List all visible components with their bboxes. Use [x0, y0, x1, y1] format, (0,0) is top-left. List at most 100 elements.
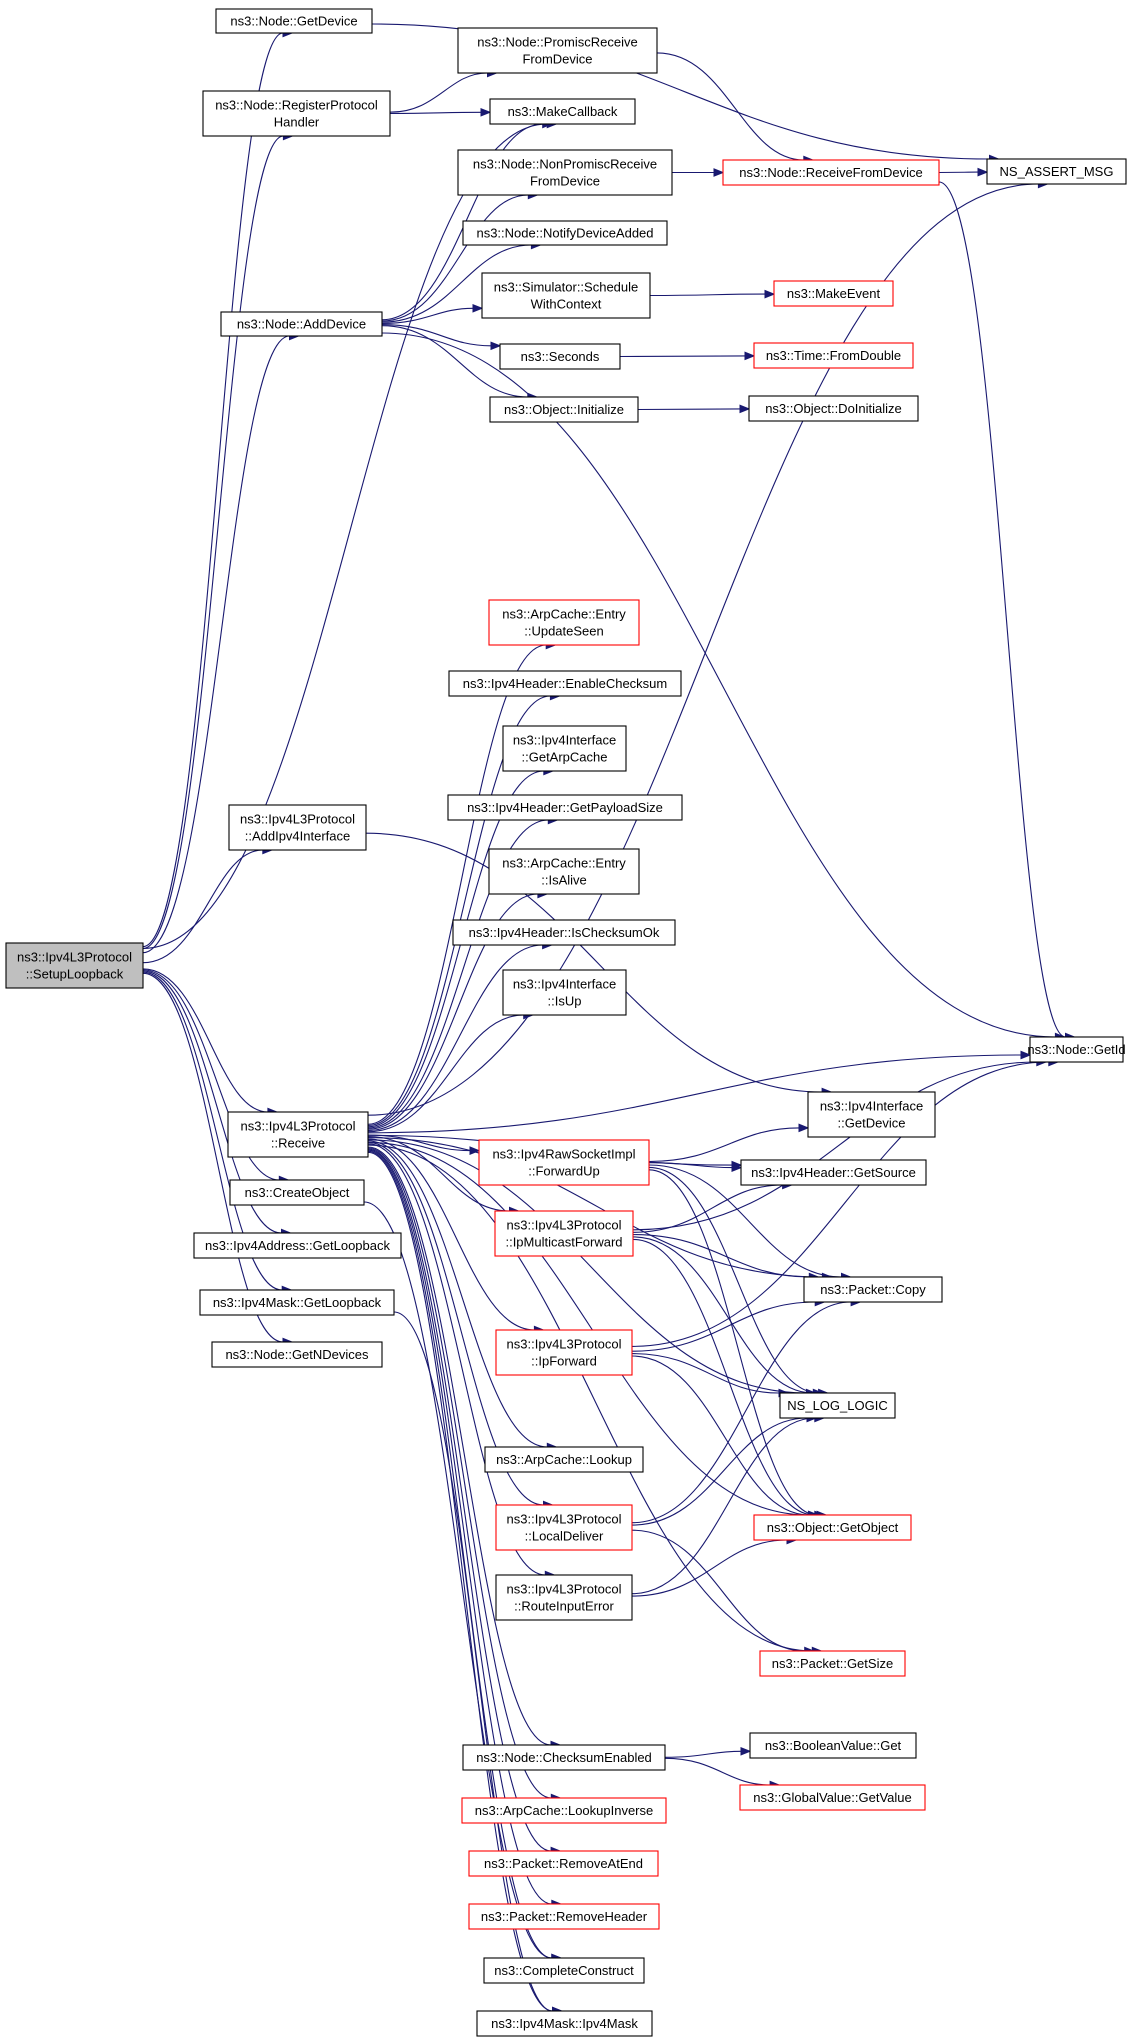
- node-completeconstruct[interactable]: ns3::CompleteConstruct: [483, 1957, 645, 1984]
- node-payloadsize[interactable]: ns3::Ipv4Header::GetPayloadSize: [447, 794, 683, 821]
- node-box: [202, 90, 391, 137]
- node-receive[interactable]: ns3::Ipv4L3Protocol::Receive: [227, 1111, 369, 1158]
- node-doinit[interactable]: ns3::Object::DoInitialize: [748, 395, 919, 422]
- node-label: ns3::CreateObject: [245, 1185, 350, 1200]
- node-pktcopy[interactable]: ns3::Packet::Copy: [803, 1276, 943, 1303]
- node-getsize[interactable]: ns3::Packet::GetSize: [759, 1650, 906, 1677]
- node-box: [488, 848, 640, 895]
- node-lookupinv[interactable]: ns3::ArpCache::LookupInverse: [461, 1797, 667, 1824]
- node-label: ::ForwardUp: [528, 1164, 600, 1179]
- node-box: [457, 149, 673, 196]
- node-recvfromdev[interactable]: ns3::Node::ReceiveFromDevice: [722, 159, 940, 186]
- node-box: [462, 1744, 666, 1771]
- node-ischkok[interactable]: ns3::Ipv4Header::IsChecksumOk: [452, 919, 676, 946]
- node-label: NS_LOG_LOGIC: [787, 1398, 887, 1413]
- node-box: [228, 804, 367, 851]
- node-getsource[interactable]: ns3::Ipv4Header::GetSource: [740, 1159, 927, 1186]
- node-box: [489, 396, 639, 423]
- node-adddevice[interactable]: ns3::Node::AddDevice: [220, 311, 383, 337]
- call-edge: [637, 404, 751, 414]
- node-routeerr[interactable]: ns3::Ipv4L3Protocol::RouteInputError: [495, 1574, 633, 1621]
- node-label: ns3::Simulator::Schedule: [494, 280, 639, 295]
- node-createobj[interactable]: ns3::CreateObject: [229, 1179, 365, 1206]
- edge-line: [367, 770, 544, 1128]
- node-box: [502, 725, 627, 772]
- node-label: ::AddIpv4Interface: [245, 829, 351, 844]
- node-label: ns3::Time::FromDouble: [766, 348, 901, 363]
- node-label: ns3::Node::NonPromiscReceive: [473, 157, 657, 172]
- edge-line: [632, 1236, 814, 1394]
- node-getid[interactable]: ns3::Node::GetId: [1027, 1036, 1126, 1063]
- node-label: ::SetupLoopback: [26, 967, 124, 982]
- node-arplookup[interactable]: ns3::ArpCache::Lookup: [484, 1446, 644, 1473]
- node-chkenabled[interactable]: ns3::Node::ChecksumEnabled: [462, 1744, 666, 1771]
- node-label: NS_ASSERT_MSG: [1000, 164, 1114, 179]
- node-box: [193, 1232, 402, 1259]
- edge-line: [631, 1417, 808, 1526]
- node-isalive[interactable]: ns3::ArpCache::Entry::IsAlive: [488, 848, 640, 895]
- node-setup[interactable]: ns3::Ipv4L3Protocol::SetupLoopback: [5, 942, 144, 989]
- edge-line: [389, 72, 488, 113]
- node-seconds[interactable]: ns3::Seconds: [499, 343, 621, 370]
- node-box: [749, 1732, 917, 1759]
- node-makeevent[interactable]: ns3::MakeEvent: [773, 280, 894, 307]
- node-box: [494, 1210, 634, 1257]
- node-loglogic[interactable]: NS_LOG_LOGIC: [779, 1392, 896, 1419]
- node-box: [448, 670, 682, 697]
- edge-line: [632, 1238, 815, 1516]
- edge-line: [631, 1301, 816, 1352]
- call-edge: [142, 968, 279, 1117]
- call-edge: [648, 1169, 828, 1520]
- node-label: ns3::Object::GetObject: [767, 1520, 899, 1535]
- node-label: ::IsUp: [548, 994, 582, 1009]
- node-getobject[interactable]: ns3::Object::GetObject: [753, 1514, 912, 1541]
- node-label: ::LocalDeliver: [525, 1529, 604, 1544]
- node-isup[interactable]: ns3::Ipv4Interface::IsUp: [502, 969, 627, 1016]
- node-label: ns3::Packet::GetSize: [772, 1656, 893, 1671]
- edge-line: [367, 1135, 510, 1212]
- node-notifyadded[interactable]: ns3::Node::NotifyDeviceAdded: [462, 220, 668, 246]
- arrowhead: [472, 303, 484, 313]
- node-ifgetdevice[interactable]: ns3::Ipv4Interface::GetDevice: [807, 1091, 936, 1138]
- node-removeend[interactable]: ns3::Packet::RemoveAtEnd: [468, 1850, 659, 1877]
- node-assert[interactable]: NS_ASSERT_MSG: [986, 158, 1127, 185]
- edge-line: [367, 1141, 544, 1506]
- node-enablechk[interactable]: ns3::Ipv4Header::EnableChecksum: [448, 670, 682, 697]
- node-addrloop[interactable]: ns3::Ipv4Address::GetLoopback: [193, 1232, 402, 1259]
- node-localdeliver[interactable]: ns3::Ipv4L3Protocol::LocalDeliver: [495, 1504, 633, 1551]
- edge-line: [381, 194, 529, 322]
- node-mcastfwd[interactable]: ns3::Ipv4L3Protocol::IpMulticastForward: [494, 1210, 634, 1257]
- node-box: [220, 311, 383, 337]
- node-label: FromDevice: [522, 52, 592, 67]
- node-removehdr[interactable]: ns3::Packet::RemoveHeader: [468, 1903, 660, 1930]
- arrowhead: [713, 168, 725, 177]
- node-fwdup[interactable]: ns3::Ipv4RawSocketImpl::ForwardUp: [478, 1139, 650, 1186]
- edge-line: [142, 335, 290, 954]
- node-getndev[interactable]: ns3::Node::GetNDevices: [211, 1341, 383, 1368]
- call-edge: [648, 1166, 829, 1398]
- node-label: ns3::Packet::RemoveAtEnd: [484, 1856, 643, 1871]
- node-makecb[interactable]: ns3::MakeCallback: [489, 98, 636, 125]
- node-label: ns3::Ipv4Header::EnableChecksum: [463, 676, 668, 691]
- edge-line: [367, 695, 551, 1127]
- node-initialize[interactable]: ns3::Object::Initialize: [489, 396, 639, 423]
- node-box: [229, 1179, 365, 1206]
- node-maskctor[interactable]: ns3::Ipv4Mask::Ipv4Mask: [476, 2010, 653, 2037]
- node-ipfwd[interactable]: ns3::Ipv4L3Protocol::IpForward: [495, 1329, 633, 1376]
- node-getdevice[interactable]: ns3::Node::GetDevice: [215, 8, 373, 34]
- edge-line: [649, 293, 766, 297]
- node-boolget[interactable]: ns3::BooleanValue::Get: [749, 1732, 917, 1759]
- node-maskloop[interactable]: ns3::Ipv4Mask::GetLoopback: [199, 1289, 395, 1316]
- edge-line: [367, 893, 538, 1130]
- node-addipv4if[interactable]: ns3::Ipv4L3Protocol::AddIpv4Interface: [228, 804, 367, 851]
- node-label: ns3::Object::DoInitialize: [765, 401, 902, 416]
- node-updateseen[interactable]: ns3::ArpCache::Entry::UpdateSeen: [488, 599, 640, 646]
- node-getarpcache[interactable]: ns3::Ipv4Interface::GetArpCache: [502, 725, 627, 772]
- node-fromdouble[interactable]: ns3::Time::FromDouble: [753, 342, 914, 369]
- node-globalget[interactable]: ns3::GlobalValue::GetValue: [739, 1784, 926, 1811]
